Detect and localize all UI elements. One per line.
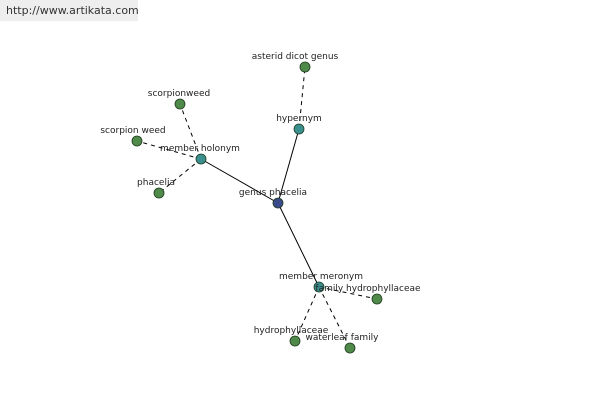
edge-meronym-waterleaf [318,286,351,349]
node-asterid-dicot-genus[interactable] [299,61,311,73]
edge-meronym-hydrophyllaceae [294,286,320,342]
edge-hypernym-asterid [298,66,306,130]
edge-meronym-family [318,286,378,300]
node-phacelia[interactable] [153,187,165,199]
label-waterleaf-family: waterleaf family [305,333,379,343]
edge-center-holonym [200,158,279,204]
source-url[interactable]: http://www.artikata.com [0,0,139,21]
node-member-meronym[interactable] [313,281,325,293]
label-hypernym: hypernym [276,114,322,124]
node-hydrophyllaceae[interactable] [289,335,301,347]
edge-center-meronym [277,202,320,288]
node-hypernym[interactable] [293,123,305,135]
edge-holonym-scorpion-weed [136,140,202,160]
node-scorpion-weed[interactable] [131,135,143,147]
node-scorpionweed[interactable] [174,98,186,110]
label-scorpion-weed: scorpion weed [100,126,165,136]
node-member-holonym[interactable] [195,153,207,165]
node-waterleaf-family[interactable] [344,342,356,354]
label-family-hydrophyllaceae: family hydrophyllaceae [315,284,421,294]
label-member-holonym: member holonym [160,144,240,154]
label-scorpionweed: scorpionweed [148,89,210,99]
label-member-meronym: member meronym [279,272,363,282]
edge-holonym-scorpionweed [179,103,202,160]
label-asterid-dicot-genus: asterid dicot genus [252,52,339,62]
edge-center-hypernym [277,128,300,204]
node-genus-phacelia[interactable] [272,197,284,209]
label-phacelia: phacelia [137,178,175,188]
node-family-hydrophyllaceae[interactable] [371,293,383,305]
label-genus-phacelia: genus phacelia [239,188,307,198]
label-hydrophyllaceae: hydrophyllaceae [254,326,329,336]
edge-holonym-phacelia [158,158,202,194]
